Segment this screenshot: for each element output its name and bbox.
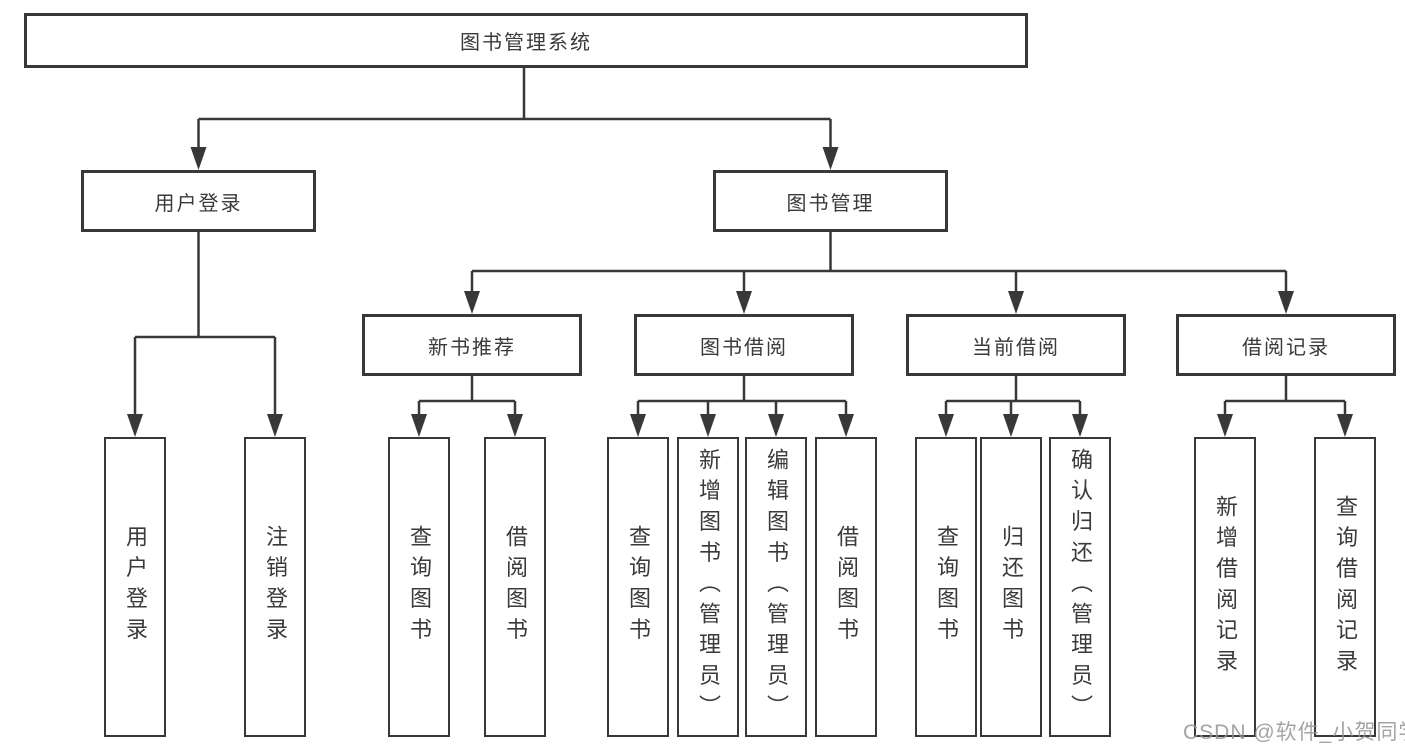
arrow-down-icon: [1003, 414, 1019, 437]
leaf-borrow-books-recommend: 借阅图书: [484, 437, 546, 737]
arrow-down-icon: [507, 414, 523, 437]
leaf-add-books-admin: 新增图书（管理员）: [677, 437, 739, 737]
node-new-book-recommendation: 新书推荐: [362, 314, 582, 376]
edge-current-to-leaves: [944, 376, 1082, 417]
leaf-edit-books-admin: 编辑图书（管理员）: [745, 437, 807, 737]
arrow-down-icon: [1337, 414, 1353, 437]
arrow-down-icon: [700, 414, 716, 437]
edge-records-to-leaves: [1223, 376, 1347, 417]
node-library-management-system: 图书管理系统: [24, 13, 1028, 68]
arrow-down-icon: [938, 414, 954, 437]
arrow-down-icon: [1072, 414, 1088, 437]
edge-userlogin-to-leaves: [133, 232, 277, 417]
arrow-down-icon: [411, 414, 427, 437]
arrow-down-icon: [267, 414, 283, 437]
watermark: CSDN @软件_小贺同学: [1183, 721, 1405, 744]
node-borrowing-records: 借阅记录: [1176, 314, 1396, 376]
leaf-confirm-return-admin: 确认归还（管理员）: [1049, 437, 1111, 737]
arrow-down-icon: [464, 291, 480, 314]
arrow-down-icon: [822, 147, 839, 170]
edge-borrowing-to-leaves: [636, 376, 848, 417]
edge-root-to-level2: [197, 68, 832, 150]
arrow-down-icon: [127, 414, 143, 437]
leaf-logout: 注销登录: [244, 437, 306, 737]
arrow-down-icon: [768, 414, 784, 437]
node-book-borrowing: 图书借阅: [634, 314, 854, 376]
leaf-query-books-recommend: 查询图书: [388, 437, 450, 737]
edge-bookmgmt-to-level3: [470, 232, 1288, 294]
node-user-login: 用户登录: [81, 170, 316, 232]
arrow-down-icon: [1217, 414, 1233, 437]
leaf-query-borrow-record: 查询借阅记录: [1314, 437, 1376, 737]
arrow-down-icon: [736, 291, 752, 314]
arrow-down-icon: [838, 414, 854, 437]
arrow-down-icon: [190, 147, 207, 170]
leaf-add-borrow-record: 新增借阅记录: [1194, 437, 1256, 737]
arrowheads: [127, 147, 1353, 437]
arrow-down-icon: [1008, 291, 1024, 314]
leaf-user-login: 用户登录: [104, 437, 166, 737]
arrow-down-icon: [1278, 291, 1294, 314]
leaf-query-books-borrowing: 查询图书: [607, 437, 669, 737]
arrow-down-icon: [630, 414, 646, 437]
node-current-borrowing: 当前借阅: [906, 314, 1126, 376]
leaf-return-books: 归还图书: [980, 437, 1042, 737]
leaf-query-books-current: 查询图书: [915, 437, 977, 737]
edge-newbook-to-leaves: [417, 376, 517, 417]
node-book-management: 图书管理: [713, 170, 948, 232]
leaf-borrow-books-borrowing: 借阅图书: [815, 437, 877, 737]
